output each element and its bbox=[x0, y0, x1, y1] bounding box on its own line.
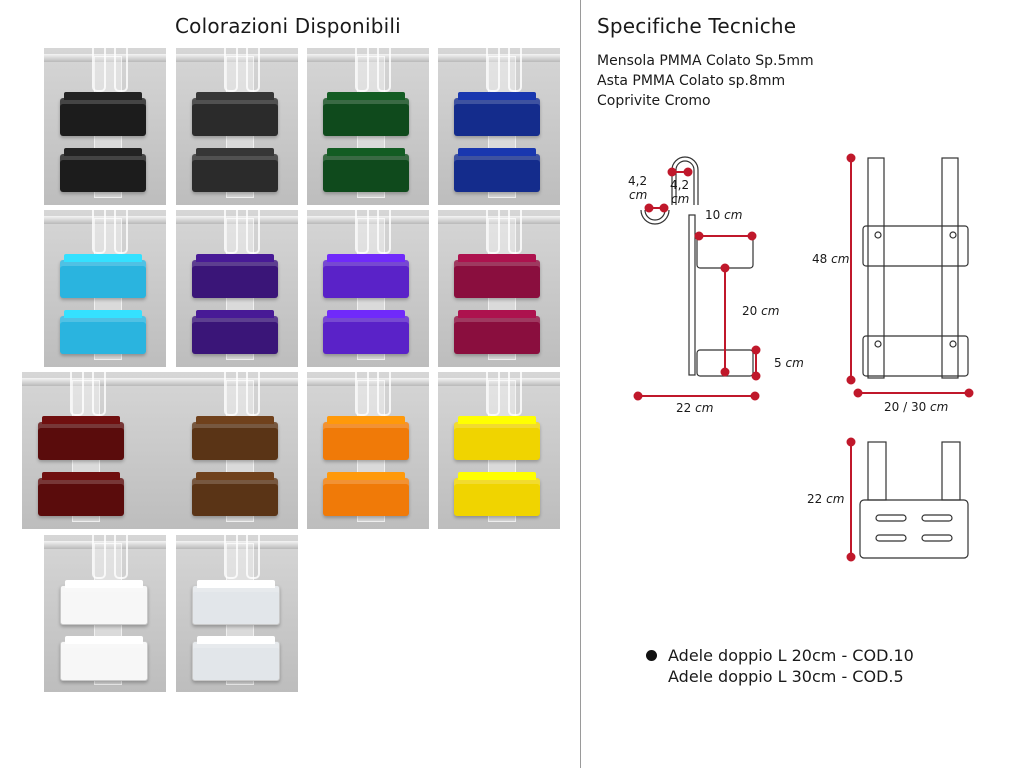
color-swatch[interactable] bbox=[176, 535, 298, 692]
color-swatch[interactable] bbox=[438, 372, 560, 529]
product-code-20: Adele doppio L 20cm - COD.10 bbox=[668, 646, 914, 665]
dim-shelf-depth: 10 cm bbox=[705, 208, 742, 222]
colors-heading: Colorazioni Disponibili bbox=[175, 14, 401, 38]
color-swatch[interactable] bbox=[44, 48, 166, 205]
dim-shelf-gap: 20 cm bbox=[742, 304, 779, 318]
technical-drawing: 4,2 cm 4,2 cm 10 cm 20 cm 5 cm 22 cm 48 … bbox=[628, 153, 974, 562]
dim-shelf-height: 5 cm bbox=[774, 356, 804, 370]
color-swatch[interactable] bbox=[307, 210, 429, 367]
color-swatch[interactable] bbox=[44, 535, 166, 692]
dim-hook-a-unit: cm bbox=[629, 188, 647, 202]
dim-width: 20 / 30 cm bbox=[884, 400, 948, 414]
spec-rod-material: Asta PMMA Colato sp.8mm bbox=[597, 73, 786, 89]
color-swatch[interactable] bbox=[307, 48, 429, 205]
product-code-30: Adele doppio L 30cm - COD.5 bbox=[668, 667, 904, 686]
spec-screw-cover: Coprivite Cromo bbox=[597, 93, 711, 109]
color-swatch[interactable] bbox=[176, 210, 298, 367]
color-swatch[interactable] bbox=[22, 372, 178, 529]
dim-hook-b-value: 4,2 bbox=[670, 178, 689, 192]
color-swatch[interactable] bbox=[176, 372, 298, 529]
color-swatch[interactable] bbox=[44, 210, 166, 367]
dim-hook-b-unit: cm bbox=[671, 192, 689, 206]
page-divider bbox=[580, 0, 581, 768]
dim-total-depth: 22 cm bbox=[676, 401, 713, 415]
bullet-icon bbox=[646, 650, 657, 661]
color-swatch[interactable] bbox=[176, 48, 298, 205]
dim-total-height: 48 cm bbox=[812, 252, 849, 266]
specs-heading: Specifiche Tecniche bbox=[597, 14, 797, 38]
spec-shelf-material: Mensola PMMA Colato Sp.5mm bbox=[597, 53, 814, 69]
color-swatch[interactable] bbox=[438, 210, 560, 367]
dim-hook-a-value: 4,2 bbox=[628, 174, 647, 188]
color-swatch[interactable] bbox=[307, 372, 429, 529]
dim-top-depth: 22 cm bbox=[807, 492, 844, 506]
color-swatch[interactable] bbox=[438, 48, 560, 205]
